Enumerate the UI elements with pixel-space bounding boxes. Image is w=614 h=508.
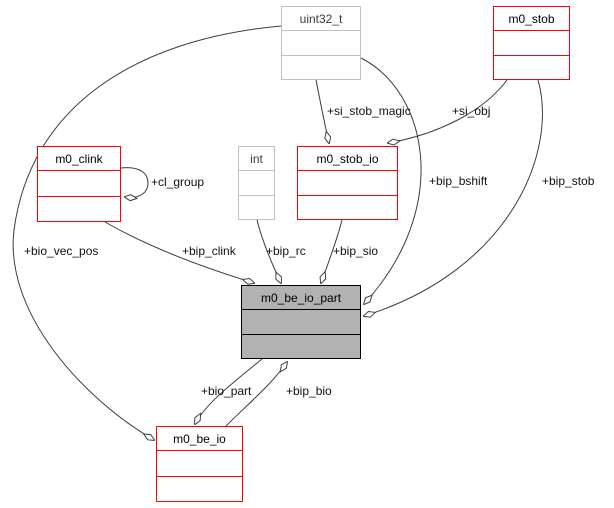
node-uint32_t-attributes [282,31,360,56]
edge-label-bip_clink: +bip_clink [182,244,236,258]
node-int-attributes [239,171,274,196]
node-m0_be_io-methods [157,477,242,502]
node-m0_be_io_part-label: m0_be_io_part [242,286,360,310]
edge-si_stob_magic [315,79,329,143]
edge-label-si_obj: +si_obj [452,104,491,118]
node-m0_be_io_part[interactable]: m0_be_io_part [241,285,361,359]
edge-bip_bshift [360,57,422,304]
node-m0_stob_io[interactable]: m0_stob_io [297,146,398,220]
edge-bip_rc [256,219,281,283]
node-m0_be_io-attributes [157,451,242,477]
node-m0_stob[interactable]: m0_stob [493,6,570,80]
node-m0_stob-attributes [494,31,569,56]
edge-bio_part [195,358,263,424]
edge-label-bip_rc: +bip_rc [266,244,306,258]
node-uint32_t[interactable]: uint32_t [281,6,361,80]
edge-label-bip_sio: +bip_sio [333,244,379,258]
edge-label-bip_stob: +bip_stob [542,174,595,188]
node-m0_be_io[interactable]: m0_be_io [156,426,243,502]
edge-bip_bio [225,362,287,427]
edge-label-bio_part: +bio_part [201,384,252,398]
node-m0_stob-label: m0_stob [494,7,569,31]
node-m0_stob_io-methods [298,196,397,220]
node-m0_be_io_part-attributes [242,310,360,335]
node-m0_stob-methods [494,56,569,80]
node-uint32_t-methods [282,56,360,80]
node-m0_be_io-label: m0_be_io [157,427,242,451]
edge-bip_stob [364,79,543,316]
edge-si_obj [388,79,508,143]
node-m0_clink-methods [38,197,120,222]
node-m0_be_io_part-methods [242,335,360,359]
edge-label-bio_vec_pos: +bio_vec_pos [24,244,99,258]
node-m0_stob_io-attributes [298,171,397,196]
node-uint32_t-label: uint32_t [282,7,360,31]
node-int-label: int [239,147,274,171]
node-m0_clink-label: m0_clink [38,147,120,171]
node-m0_clink-attributes [38,171,120,197]
edge-label-cl_group: +cl_group [151,175,205,189]
node-m0_clink[interactable]: m0_clink [37,146,121,222]
edge-bip_clink [104,221,254,283]
node-m0_stob_io-label: m0_stob_io [298,147,397,171]
node-int-methods [239,196,274,220]
edge-label-bip_bio: +bip_bio [286,384,332,398]
edge-bip_sio [321,219,343,283]
edge-bio_vec_pos [12,25,282,440]
edge-cl_group [120,167,149,198]
node-int[interactable]: int [238,146,275,220]
edge-label-si_stob_magic: +si_stob_magic [327,104,411,118]
edge-label-bip_bshift: +bip_bshift [429,174,488,188]
